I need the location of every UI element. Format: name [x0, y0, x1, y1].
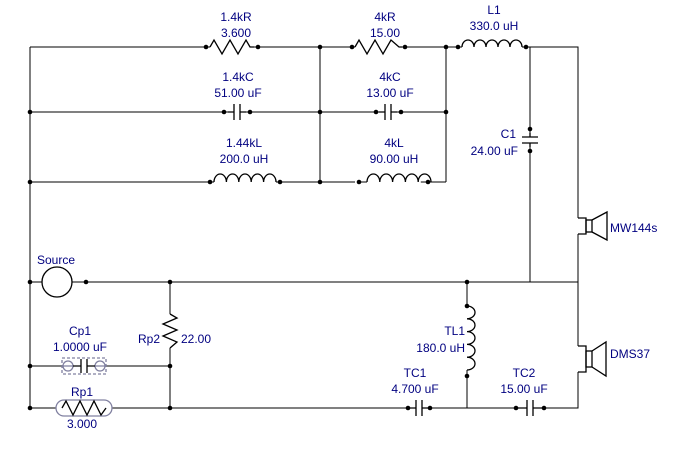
- inductor-4kL-value: 90.00 uH: [370, 152, 419, 166]
- inductor-L1-value: 330.0 uH: [470, 19, 519, 33]
- capacitor-TC1-name: TC1: [404, 366, 427, 380]
- capacitor-4kC-value: 13.00 uF: [366, 86, 413, 100]
- inductor-1-44kL-value: 200.0 uH: [220, 152, 269, 166]
- capacitor-1-4kC-value: 51.00 uF: [214, 86, 261, 100]
- inductor-L1[interactable]: L1 330.0 uH: [461, 3, 523, 48]
- signal-source-name: Source: [37, 253, 75, 267]
- resistor-4kR-name: 4kR: [374, 10, 396, 24]
- capacitor-C1-name: C1: [501, 127, 517, 141]
- resistor-Rp1-name: Rp1: [71, 385, 93, 399]
- signal-source[interactable]: Source: [37, 253, 75, 298]
- capacitor-1-4kC-name: 1.4kC: [222, 70, 254, 84]
- resistor-Rp1[interactable]: Rp1 3.000: [55, 385, 113, 431]
- capacitor-TC2-value: 15.00 uF: [500, 382, 547, 396]
- resistor-Rp2-value: 22.00: [181, 332, 211, 346]
- capacitor-4kC[interactable]: 4kC 13.00 uF: [366, 70, 414, 120]
- resistor-1-4kR[interactable]: 1.4kR 3.600: [209, 10, 254, 56]
- inductor-TL1-value: 180.0 uH: [416, 341, 465, 355]
- resistor-1-4kR-name: 1.4kR: [220, 10, 252, 24]
- inductor-TL1-name: TL1: [444, 324, 465, 338]
- resistor-4kR[interactable]: 4kR 15.00: [354, 10, 402, 56]
- resistor-Rp2[interactable]: Rp2 22.00: [138, 313, 211, 349]
- inductor-L1-name: L1: [487, 3, 501, 17]
- resistor-4kR-value: 15.00: [370, 26, 400, 40]
- capacitor-1-4kC[interactable]: 1.4kC 51.00 uF: [214, 70, 262, 120]
- capacitor-Cp1-value: 1.0000 uF: [53, 340, 107, 354]
- inductor-1-44kL[interactable]: 1.44kL 200.0 uH: [213, 136, 277, 183]
- capacitor-TC2[interactable]: TC2 15.00 uF: [500, 366, 548, 416]
- capacitor-TC1[interactable]: TC1 4.700 uF: [391, 366, 439, 416]
- speaker-DMS37[interactable]: DMS37: [578, 340, 650, 378]
- inductor-4kL-name: 4kL: [384, 136, 404, 150]
- resistor-Rp1-value: 3.000: [67, 417, 97, 431]
- inductor-1-44kL-name: 1.44kL: [226, 136, 262, 150]
- capacitor-Cp1-name: Cp1: [69, 324, 91, 338]
- inductor-TL1[interactable]: TL1 180.0 uH: [416, 305, 476, 371]
- inductor-4kL[interactable]: 4kL 90.00 uH: [359, 136, 432, 183]
- capacitor-TC1-value: 4.700 uF: [391, 382, 438, 396]
- speaker-MW144s-name: MW144s: [610, 221, 657, 235]
- junction-nodes: [27, 44, 547, 411]
- capacitor-TC2-name: TC2: [513, 366, 536, 380]
- resistor-1-4kR-value: 3.600: [221, 26, 251, 40]
- speaker-DMS37-name: DMS37: [610, 347, 650, 361]
- resistor-Rp2-name: Rp2: [138, 332, 160, 346]
- speaker-MW144s[interactable]: MW144s: [577, 210, 657, 242]
- capacitor-C1-value: 24.00 uF: [471, 144, 518, 158]
- capacitor-4kC-name: 4kC: [379, 70, 401, 84]
- wires: [29, 46, 579, 409]
- capacitor-Cp1[interactable]: Cp1 1.0000 uF: [53, 324, 107, 375]
- capacitor-C1[interactable]: C1 24.00 uF: [471, 127, 538, 158]
